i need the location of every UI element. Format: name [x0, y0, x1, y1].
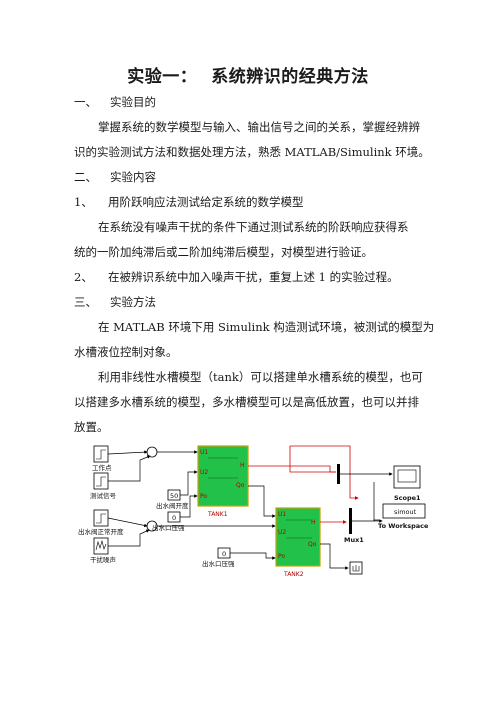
wire: [108, 529, 150, 547]
section-heading-content: 二、实验内容: [74, 170, 156, 184]
paragraph-line: 在 MATLAB 环境下用 Simulink 构造测试环境，被测试的模型为: [98, 320, 435, 334]
svg-text:0: 0: [172, 514, 176, 522]
svg-text:U2: U2: [200, 469, 208, 476]
paragraph-line: 统的一阶加纯滞后或二阶加纯滞后模型，对模型进行验证。: [74, 245, 373, 259]
step-block-operating-point[interactable]: [93, 445, 109, 463]
step-block-outlet-valve[interactable]: [93, 509, 109, 527]
signal-wire-h1: [248, 465, 331, 472]
label-outlet-pressure-2: 出水口压强: [202, 559, 235, 568]
label-noise: 干扰噪声: [90, 555, 117, 564]
list-item: 1、用阶跃响应法测试给定系统的数学模型: [74, 195, 304, 209]
svg-text:0: 0: [222, 550, 226, 558]
scope1-name: Scope1: [394, 494, 421, 502]
constant-valve-opening[interactable]: 50: [167, 489, 181, 501]
tank2-block[interactable]: U1 U2 Po H Qo: [275, 507, 321, 567]
paragraph-line: 利用非线性水槽模型（tank）可以搭建单水槽系统的模型，也可: [98, 370, 423, 384]
step-block-test-signal[interactable]: [93, 472, 109, 490]
constant-outlet-pressure-2[interactable]: 0: [217, 547, 231, 559]
svg-text:U2: U2: [278, 529, 286, 536]
svg-text:U1: U1: [278, 511, 286, 518]
paragraph-line: 放置。: [74, 420, 109, 434]
svg-text:Po: Po: [200, 493, 207, 500]
noise-block[interactable]: [93, 537, 109, 555]
paragraph-line: 以搭建多水槽系统的模型，多水槽模型可以是高低放置，也可以并排: [74, 395, 419, 409]
section-heading-method: 三、实验方法: [74, 295, 156, 309]
label-test-signal: 测试信号: [90, 491, 117, 500]
section-heading-purpose: 一、实验目的: [74, 95, 156, 109]
to-workspace-name: To Workspace: [378, 522, 429, 530]
wire: [248, 485, 276, 518]
wire: [180, 494, 198, 518]
svg-text:simout: simout: [394, 508, 417, 516]
label-valve-opening: 出水阀开度: [156, 501, 189, 510]
simulink-diagram: 工作点 测试信号 出水阀正常开度 干扰噪声: [60, 442, 436, 582]
signal-wire-feedback: [290, 445, 359, 500]
svg-text:H: H: [311, 519, 316, 526]
scope1-block[interactable]: [393, 465, 421, 489]
wire: [107, 517, 148, 528]
tank1-block[interactable]: U1 U2 Po H Qo: [197, 445, 249, 507]
paragraph-line: 识的实验测试方法和数据处理方法，熟悉 MATLAB/Simulink 环境。: [74, 145, 430, 159]
wire: [320, 543, 349, 570]
wire: [230, 552, 276, 560]
svg-text:50: 50: [170, 492, 178, 500]
mux1-name: Mux1: [344, 536, 364, 544]
sum-block-1[interactable]: [146, 446, 158, 458]
svg-text:Qo: Qo: [236, 482, 245, 489]
mux-bar-scope: [337, 464, 340, 484]
label-outlet-pressure-1: 出水口压强: [152, 523, 185, 532]
paragraph-line: 在系统没有噪声干扰的条件下通过测试系统的阶跃响应获得系: [98, 220, 409, 234]
svg-text:Po: Po: [278, 553, 285, 560]
wire: [108, 455, 151, 482]
paragraph-line: 掌握系统的数学模型与输入、输出信号之间的关系，掌握经辨辨: [98, 120, 420, 134]
to-workspace-block[interactable]: simout: [382, 503, 426, 519]
page-title: 实验一：系统辨识的经典方法: [127, 67, 369, 87]
paragraph-line: 水槽液位控制对象。: [74, 345, 178, 359]
tank2-name: TANK2: [283, 571, 304, 578]
terminator-block[interactable]: [349, 561, 363, 575]
svg-text:Qo: Qo: [308, 541, 317, 548]
wire: [180, 470, 198, 496]
label-operating-point: 工作点: [92, 463, 112, 472]
label-outlet-valve: 出水阀正常开度: [78, 527, 124, 536]
simulink-diagram-svg: 工作点 测试信号 出水阀正常开度 干扰噪声: [78, 445, 429, 578]
constant-outlet-pressure-1[interactable]: 0: [167, 511, 181, 523]
mux1-block[interactable]: [349, 508, 352, 534]
svg-text:U1: U1: [200, 449, 208, 456]
list-item: 2、在被辨识系统中加入噪声干扰，重复上述 1 的实验过程。: [74, 270, 399, 284]
svg-text:H: H: [240, 462, 245, 469]
signal-wire: [289, 446, 336, 473]
tank1-name: TANK1: [207, 511, 228, 518]
wire: [107, 450, 148, 455]
